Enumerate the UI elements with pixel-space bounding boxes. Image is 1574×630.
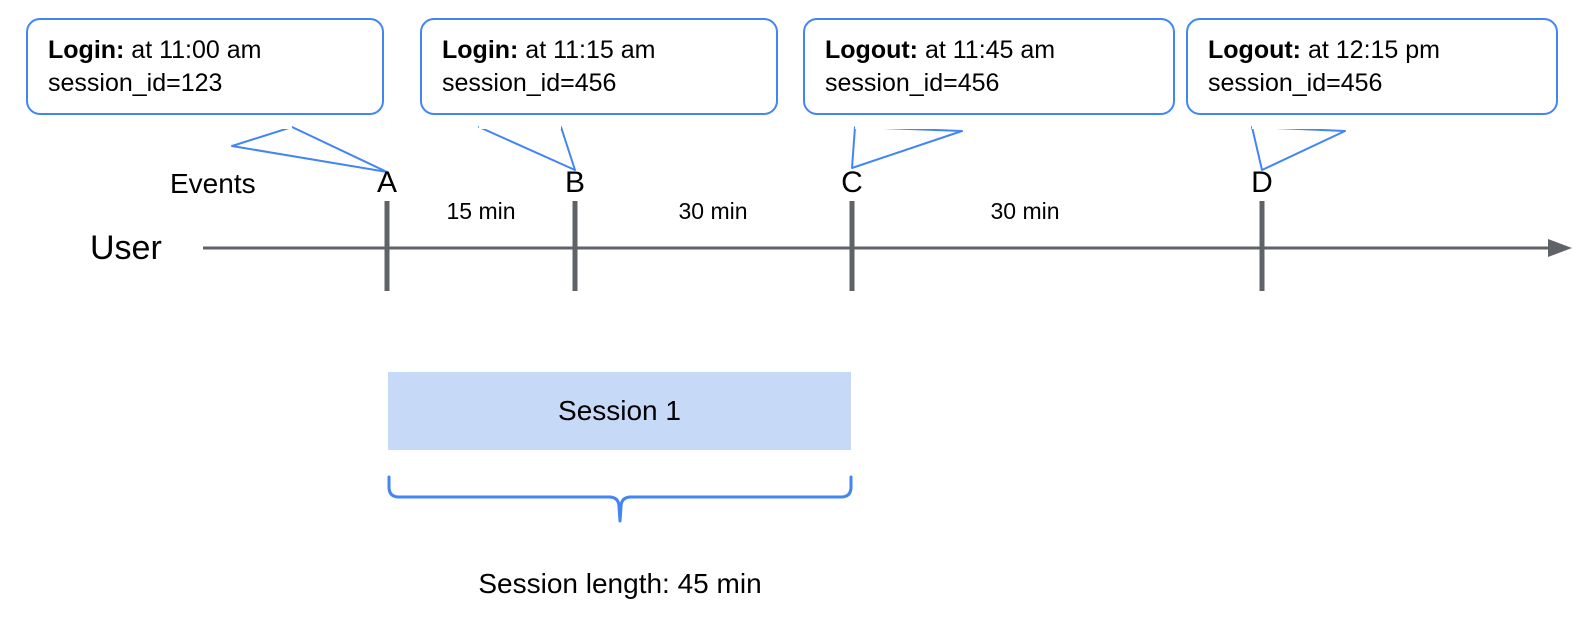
callout-b-event: Login: bbox=[442, 36, 519, 64]
callout-a-time: at 11:00 am bbox=[124, 36, 262, 64]
callout-bubble-b[interactable]: Login: at 11:15 am session_id=456 bbox=[420, 18, 778, 115]
callout-bubble-a[interactable]: Login: at 11:00 am session_id=123 bbox=[26, 18, 384, 115]
callout-a-line1: Login: at 11:00 am bbox=[48, 34, 364, 67]
callout-a-session: session_id=123 bbox=[48, 68, 223, 97]
callout-d-line1: Logout: at 12:15 pm bbox=[1208, 34, 1538, 67]
callout-c-line1: Logout: at 11:45 am bbox=[825, 34, 1155, 67]
callout-tail-d bbox=[1251, 125, 1346, 171]
tick-label-d: D bbox=[1251, 166, 1273, 199]
callout-d-session: session_id=456 bbox=[1208, 68, 1383, 97]
session-bar[interactable]: Session 1 bbox=[388, 372, 851, 450]
tick-label-a: A bbox=[376, 166, 397, 199]
callout-d-event: Logout: bbox=[1208, 36, 1302, 64]
events-row-label: Events bbox=[170, 168, 256, 199]
user-row-label: User bbox=[90, 229, 162, 267]
tick-label-c: C bbox=[841, 166, 863, 199]
callout-c-event: Logout: bbox=[825, 36, 919, 64]
timeline-axis-arrowhead bbox=[1548, 239, 1572, 257]
callout-c-time: at 11:45 am bbox=[918, 36, 1056, 64]
callout-bubble-d[interactable]: Logout: at 12:15 pm session_id=456 bbox=[1186, 18, 1558, 115]
callout-tail-c bbox=[851, 125, 963, 169]
callout-b-time: at 11:15 am bbox=[518, 36, 656, 64]
callout-bubble-c[interactable]: Logout: at 11:45 am session_id=456 bbox=[803, 18, 1175, 115]
callout-b-line1: Login: at 11:15 am bbox=[442, 34, 758, 67]
callout-c-session: session_id=456 bbox=[825, 68, 1000, 97]
callout-tail-b bbox=[478, 125, 576, 171]
session-span-brace bbox=[387, 475, 853, 523]
tick-label-b: B bbox=[564, 166, 585, 199]
callout-a-event: Login: bbox=[48, 36, 125, 64]
session-length-label: Session length: 45 min bbox=[478, 568, 762, 599]
session-bar-label: Session 1 bbox=[558, 395, 681, 426]
callout-d-time: at 12:15 pm bbox=[1301, 36, 1440, 64]
callout-b-session: session_id=456 bbox=[442, 68, 617, 97]
gap-label-a-b: 15 min bbox=[446, 198, 516, 224]
gap-label-c-d: 30 min bbox=[990, 198, 1060, 224]
gap-label-b-c: 30 min bbox=[678, 198, 748, 224]
